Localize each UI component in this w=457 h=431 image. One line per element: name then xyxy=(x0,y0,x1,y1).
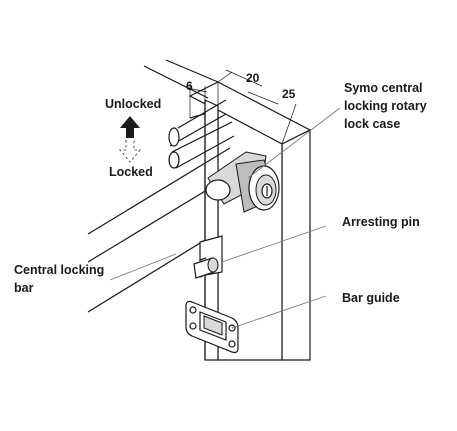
leader-lines xyxy=(109,107,341,329)
bar-guide-label: Bar guide xyxy=(342,291,400,305)
lock-case-label-line1: Symo central xyxy=(344,81,423,95)
locking-rods xyxy=(168,99,235,169)
dimension-20: 20 xyxy=(246,71,260,85)
dimension-25: 25 xyxy=(282,87,296,101)
rotary-lock-case xyxy=(205,151,280,213)
lock-case-label-line3: lock case xyxy=(344,117,400,131)
arresting-pin-assembly xyxy=(193,235,223,279)
locked-label: Locked xyxy=(109,165,153,179)
arresting-pin-label: Arresting pin xyxy=(342,215,420,229)
dashed-down-arrow-icon xyxy=(118,140,142,163)
up-arrow-icon xyxy=(120,116,140,138)
dimension-lines xyxy=(187,69,297,145)
unlocked-label: Unlocked xyxy=(105,97,161,111)
central-bar-label-line2: bar xyxy=(14,281,34,295)
dimension-6: 6 xyxy=(186,79,193,93)
bar-guide xyxy=(185,300,239,354)
central-bar-label-line1: Central locking xyxy=(14,263,104,277)
lock-case-label-line2: locking rotary xyxy=(344,99,427,113)
